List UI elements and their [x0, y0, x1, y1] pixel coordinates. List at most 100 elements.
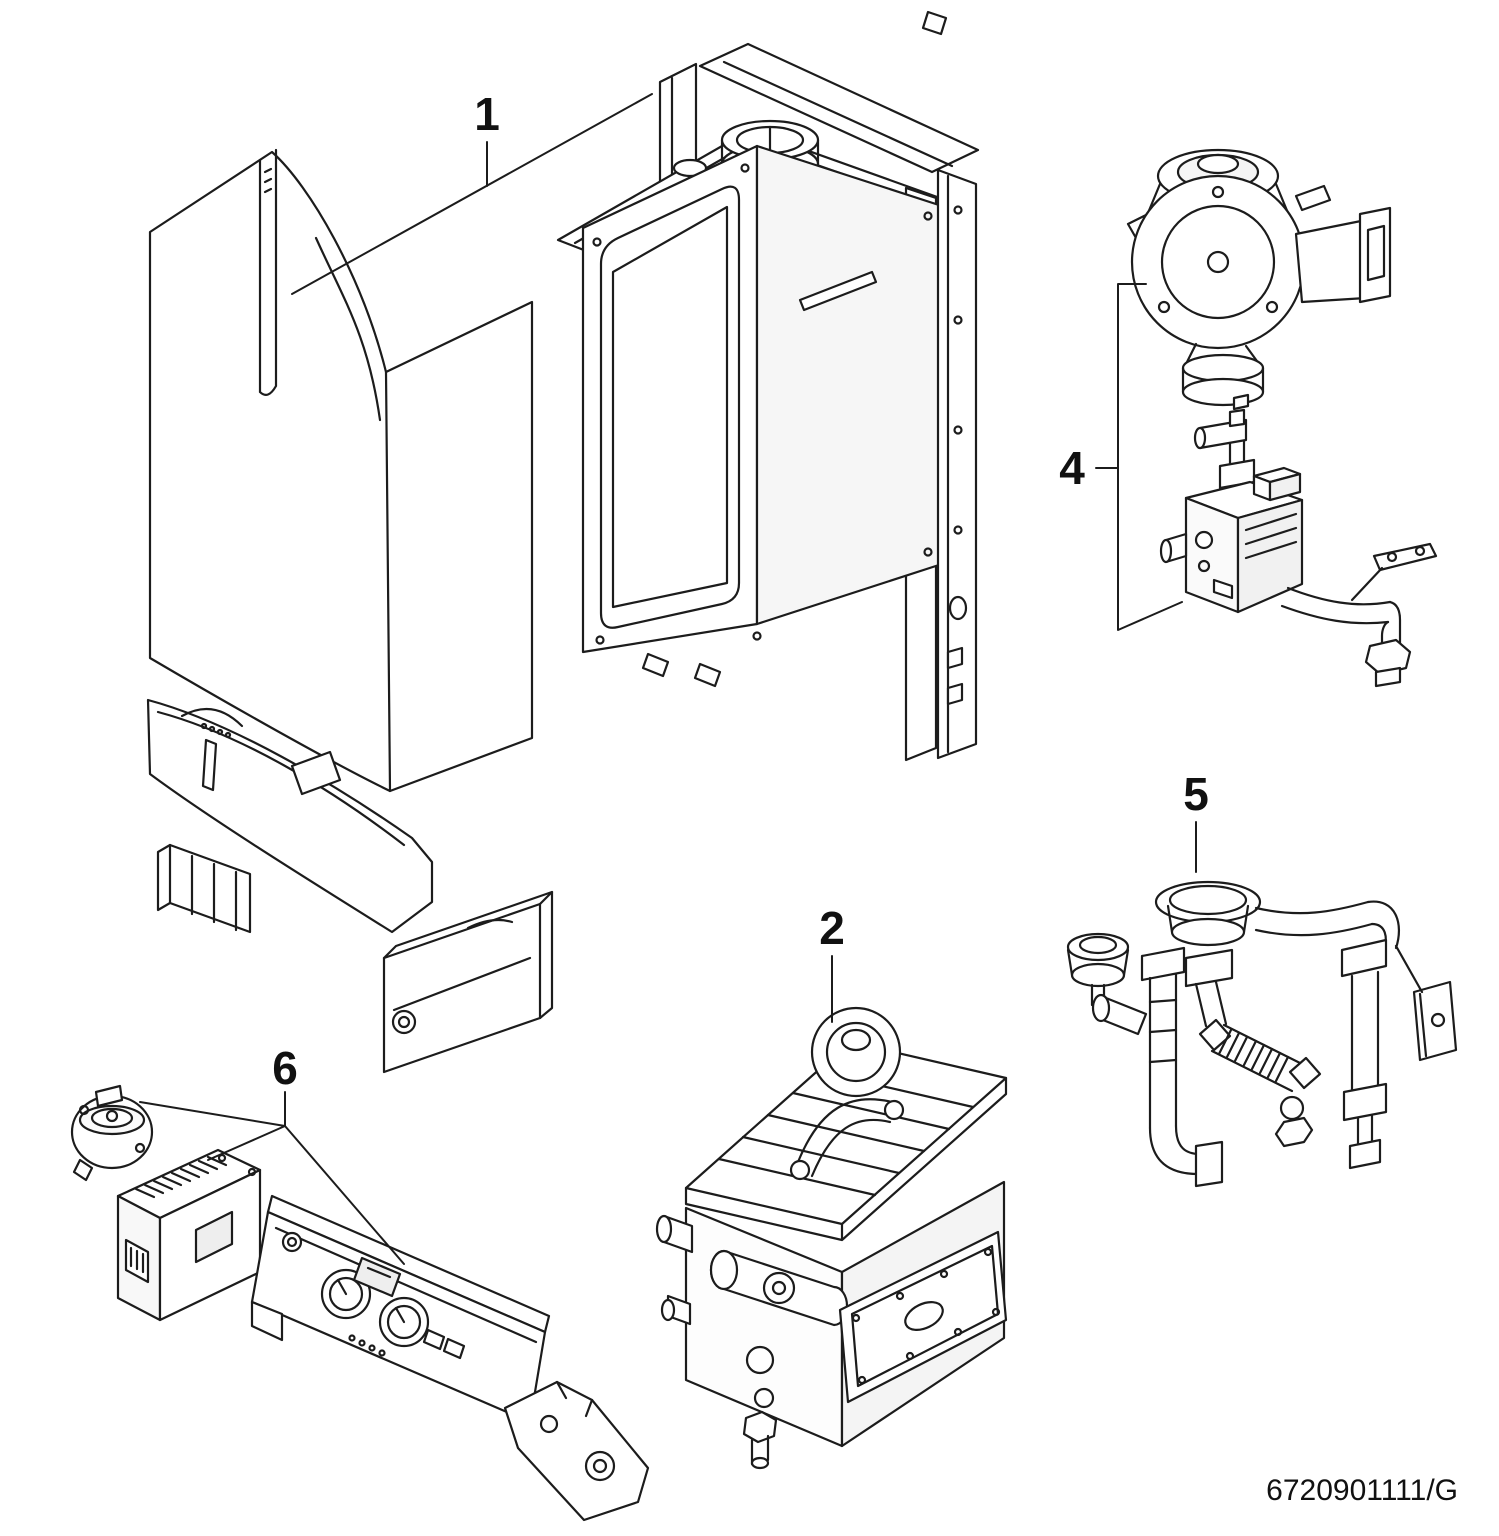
bypass-valve: [1274, 1095, 1314, 1148]
hx-body-left-face: [684, 1206, 844, 1448]
air-pressure-switch: [70, 1084, 154, 1182]
switch-nipple: [72, 1158, 94, 1182]
panel-left-fixing: [281, 1231, 303, 1253]
switch-terminal: [94, 1084, 124, 1108]
fan-volute: [1130, 174, 1306, 350]
controls-cover-box: [382, 890, 554, 1074]
heat-cell-right-face: [755, 144, 944, 626]
hx-plate-thickness: [684, 1076, 1008, 1242]
panel-button-2[interactable]: [442, 1337, 466, 1360]
display-window: [352, 1256, 402, 1298]
chassis-right-rail: [936, 168, 978, 760]
leader-6-to-switch: [139, 1101, 286, 1127]
callout-5-label: 5: [1183, 768, 1209, 820]
tray-slot: [201, 738, 218, 792]
heat-cell-foot: [641, 652, 670, 678]
fan-outlet-duct: [1294, 206, 1392, 304]
switch-screw-1: [78, 1104, 90, 1116]
hx-sump-bolts: [851, 1247, 1001, 1385]
leader-6-to-panel: [284, 1125, 405, 1265]
fan-right-tab: [1294, 184, 1332, 212]
casing-front-fold: [384, 370, 392, 793]
pcb-vent-slots: [134, 1155, 228, 1199]
hx-bottom-valve: [742, 1345, 778, 1470]
callout-4-label: 4: [1059, 442, 1085, 494]
chassis-crossbar: [698, 42, 980, 174]
gas-valve-inlet-pipe: [1193, 408, 1256, 490]
cover-hole-inner: [397, 1015, 411, 1029]
casing-corner-curve: [314, 236, 382, 422]
chassis-top-tab: [921, 10, 948, 36]
switch-top-inner: [90, 1107, 134, 1129]
gas-valve-bracket: [1350, 542, 1438, 602]
cover-handle: [466, 918, 514, 930]
display-segment-line: [366, 1266, 392, 1279]
outer-casing: [148, 148, 534, 793]
fan-assembly: [1126, 148, 1392, 411]
inspection-door-outline: [599, 185, 741, 629]
callout-2-label: 2: [819, 902, 845, 954]
heat-cell-slot: [798, 270, 878, 312]
heat-cell-box: [581, 144, 944, 688]
tray-arch: [180, 707, 244, 728]
left-cap-cylinder: [1066, 932, 1130, 1007]
pcb-screw-1: [217, 1153, 227, 1163]
casing-flange-strip: [258, 148, 278, 396]
callout-leader-lines: [139, 93, 1197, 1265]
cover-seam: [392, 956, 532, 1012]
panel-button-1[interactable]: [422, 1328, 446, 1351]
cover-hole: [391, 1009, 417, 1035]
top-panel-hole: [672, 158, 708, 178]
flue-funnel-ring: [1154, 880, 1262, 1028]
braided-flex-hose: [1198, 1018, 1322, 1093]
panel-led-dots: [348, 1334, 386, 1357]
heat-cell-door-face: [581, 144, 759, 654]
panel-bracket-foot: [503, 1380, 650, 1522]
leader-6-to-pcb: [207, 1125, 286, 1161]
tray-dots: [200, 722, 232, 739]
switch-center: [105, 1109, 119, 1123]
gas-valve-assembly: [1159, 408, 1438, 688]
heat-cell-screws: [592, 163, 933, 645]
tray-edge-line: [156, 710, 406, 847]
hx-arch-casting: [789, 1098, 905, 1181]
casing-vent-slots: [263, 167, 273, 194]
fan-hub: [1206, 250, 1230, 274]
mode-knob[interactable]: [378, 1296, 430, 1348]
tray-tab: [290, 750, 342, 796]
left-standpipe: [1140, 946, 1224, 1188]
inspection-door-inner-line: [611, 205, 729, 609]
tray-body: [146, 698, 434, 934]
bottom-tray-panel: [146, 698, 434, 934]
gas-valve-outlet-pipe: [1280, 586, 1412, 688]
pcb-relay: [194, 1210, 234, 1264]
pcb-screw-2: [247, 1167, 257, 1177]
hx-sump-pan: [838, 1230, 1008, 1404]
panel-left-tab: [250, 1300, 284, 1342]
hx-venturi-dome: [810, 1006, 902, 1098]
panel-face-line: [274, 1226, 538, 1344]
panel-left-fixing-inner: [286, 1236, 298, 1248]
heat-exchanger-assembly: [655, 1006, 1008, 1470]
gas-valve-body: [1159, 466, 1304, 614]
fan-screws: [1157, 185, 1279, 314]
outlet-hex-nut: [1364, 638, 1412, 676]
casing-shell: [148, 150, 534, 793]
right-standpipe: [1340, 938, 1388, 1170]
left-angled-fitting: [1091, 993, 1148, 1036]
upper-right-pipe: [1254, 900, 1401, 952]
hx-left-ports: [655, 1214, 694, 1326]
hx-front-cylinder: [709, 1249, 849, 1327]
leader-4-bracket: [1117, 283, 1183, 631]
doc-code: 6720901111/G: [1266, 1474, 1458, 1507]
pcb-connector-pins: [129, 1246, 145, 1274]
wall-mount-bracket: [156, 843, 252, 934]
fan-bottom-outlet: [1181, 342, 1265, 411]
hydraulic-pipework-assembly: [1066, 880, 1458, 1188]
control-pcb-box: [116, 1148, 262, 1322]
pipework-bracket: [1394, 944, 1458, 1062]
switch-screw-2: [134, 1142, 146, 1154]
chassis-crossbar-line: [722, 60, 954, 168]
hose-braid-hatch: [1217, 1028, 1290, 1083]
